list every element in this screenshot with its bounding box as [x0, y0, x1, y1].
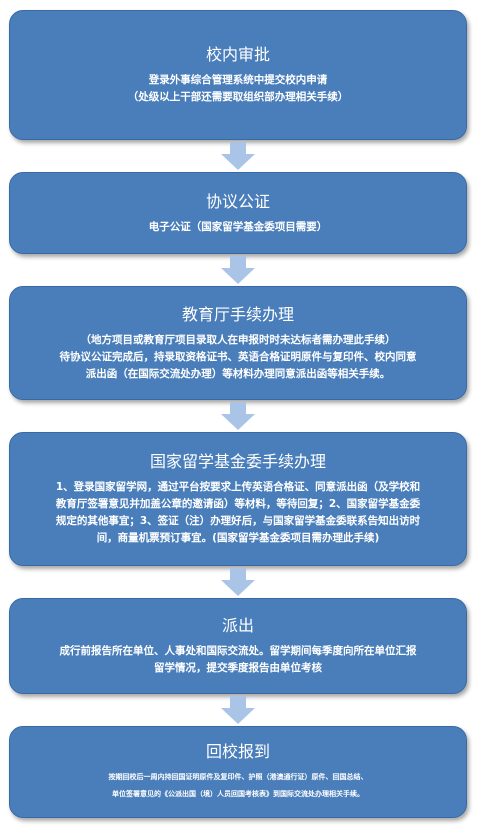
step-text: 电子公证（国家留学基金委项目需要）	[148, 220, 328, 233]
down-arrow-icon	[221, 696, 255, 724]
step-title: 国家留学基金委手续办理	[149, 452, 326, 471]
down-arrow-icon	[221, 142, 255, 170]
step-title: 派出	[221, 616, 254, 635]
step-text: 登录外事综合管理系统中提交校内申请	[148, 74, 328, 86]
step-title: 回校报到	[205, 742, 270, 761]
step-text: 成行前报告所在单位、人事处和国际交流处。留学期间每季度向所在单位汇报	[59, 645, 417, 657]
step-box-notarization: 协议公证 电子公证（国家留学基金委项目需要）	[9, 172, 467, 254]
step-text: 教育厅签署意见并加盖公章的邀请函）等材料，等待回复；2、国家留学基金委	[55, 498, 421, 510]
step-text: 派出函（在国际交流处办理）等材料办理同意派出函等相关手续。	[85, 367, 391, 380]
step-box-return-report: 回校报到 按期回校后一周内持回国证明原件及复印件、护照（港澳通行证）原件、回国总…	[9, 726, 467, 818]
step-title: 教育厅手续办理	[181, 304, 294, 324]
step-box-campus-approval: 校内审批 登录外事综合管理系统中提交校内申请 （处级以上干部还需要取组织部办理相…	[9, 10, 467, 140]
step-box-dispatch: 派出 成行前报告所在单位、人事处和国际交流处。留学期间每季度向所在单位汇报 留学…	[9, 598, 467, 694]
step-text: 规定的其他事宜；3、签证（注）办理好后，与国家留学基金委联系告知出访时	[55, 515, 421, 527]
step-text: 待协议公证完成后，持录取资格证书、英语合格证明原件与复印件、校内同意	[59, 350, 417, 363]
down-arrow-icon	[221, 256, 255, 284]
step-text: 单位签署意见的《公派出国（境）人员回国考核表》到国际交流处办理相关手续。	[112, 790, 364, 798]
step-text: 按期回校后一周内持回国证明原件及复印件、护照（港澳通行证）原件、回国总结、	[108, 773, 368, 781]
step-title: 协议公证	[205, 191, 270, 211]
step-text: 1、登录国家留学网，通过平台按要求上传英语合格证、同意派出函（及学校和	[55, 481, 421, 493]
step-box-csc: 国家留学基金委手续办理 1、登录国家留学网，通过平台按要求上传英语合格证、同意派…	[9, 432, 467, 566]
step-title: 校内审批	[205, 45, 270, 64]
step-box-education-dept: 教育厅手续办理 （地方项目或教育厅项目录取人在申报时时未达标者需办理此手续） 待…	[9, 286, 467, 400]
step-text: 留学情况，提交季度报告由单位考核	[154, 662, 322, 674]
down-arrow-icon	[221, 568, 255, 596]
step-text: （处级以上干部还需要取组织部办理相关手续）	[127, 91, 349, 103]
step-text: （地方项目或教育厅项目录取人在申报时时未达标者需办理此手续）	[80, 333, 396, 346]
step-text: 间，商量机票预订事宜。(国家留学基金委项目需办理此手续)	[96, 532, 380, 544]
down-arrow-icon	[221, 402, 255, 430]
